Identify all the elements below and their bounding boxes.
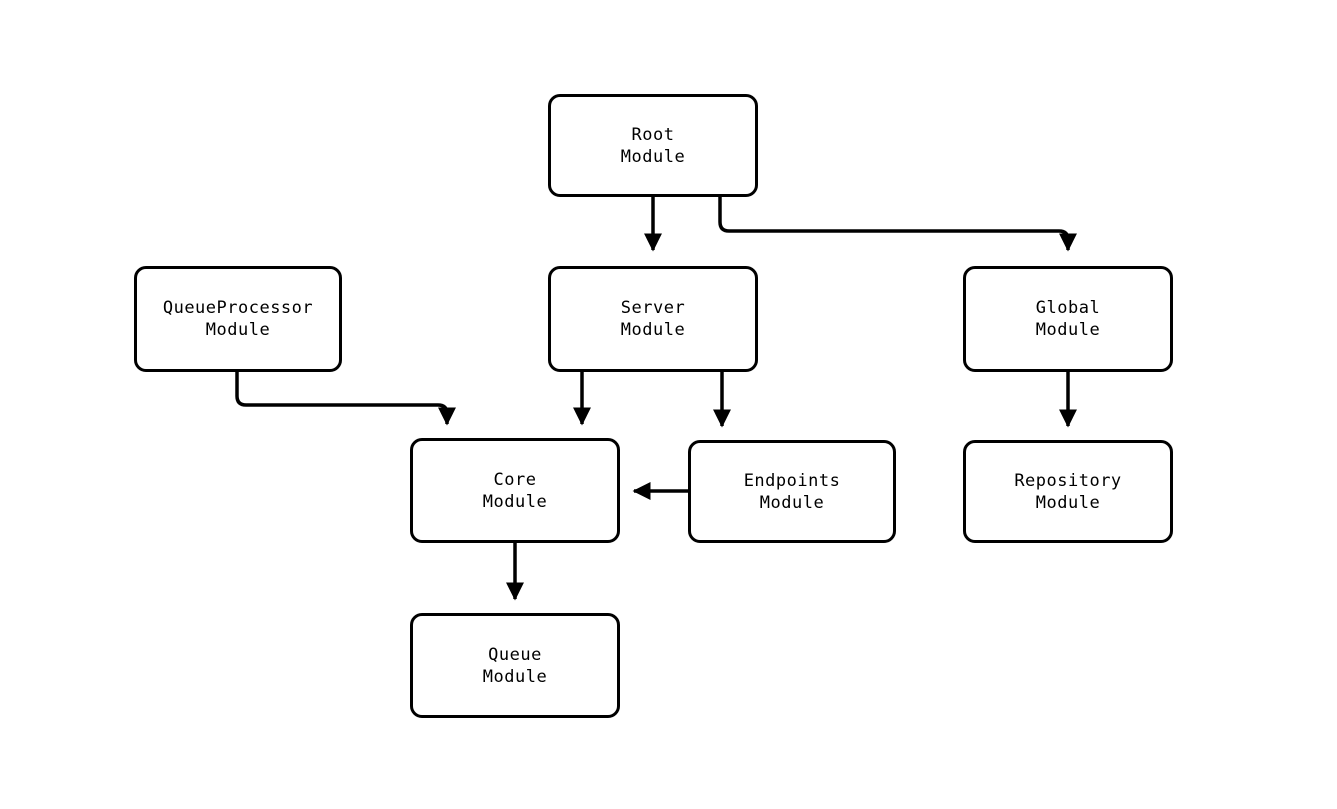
server-module-node[interactable]: Server Module <box>548 266 758 372</box>
repository-module-label-line1: Repository <box>1014 470 1122 491</box>
core-module-label-line1: Core <box>493 469 537 490</box>
queueprocessor-module-node[interactable]: QueueProcessor Module <box>134 266 342 372</box>
endpoints-module-label-line2: Module <box>759 492 825 513</box>
edge-root-to-global <box>718 197 1078 252</box>
endpoints-module-node[interactable]: Endpoints Module <box>688 440 896 543</box>
root-module-label-line2: Module <box>620 146 686 167</box>
queueprocessor-module-label-line1: QueueProcessor <box>162 298 314 318</box>
root-module-node[interactable]: Root Module <box>548 94 758 197</box>
server-module-label-line2: Module <box>620 320 686 340</box>
global-module-label-line1: Global <box>1035 298 1101 318</box>
endpoints-module-label-line1: Endpoints <box>743 470 841 491</box>
queueprocessor-module-label-line2: Module <box>205 320 271 340</box>
global-module-label-line2: Module <box>1035 320 1101 340</box>
server-module-label-line1: Server <box>620 298 686 318</box>
queue-module-label-line2: Module <box>482 666 548 687</box>
queue-module-node[interactable]: Queue Module <box>410 613 620 718</box>
repository-module-label-line2: Module <box>1035 492 1101 513</box>
root-module-label-line1: Root <box>631 124 675 145</box>
global-module-node[interactable]: Global Module <box>963 266 1173 372</box>
core-module-node[interactable]: Core Module <box>410 438 620 543</box>
edge-queueprocessor-to-core <box>235 372 457 426</box>
queue-module-label-line1: Queue <box>488 644 542 665</box>
core-module-label-line2: Module <box>482 491 548 512</box>
repository-module-node[interactable]: Repository Module <box>963 440 1173 543</box>
